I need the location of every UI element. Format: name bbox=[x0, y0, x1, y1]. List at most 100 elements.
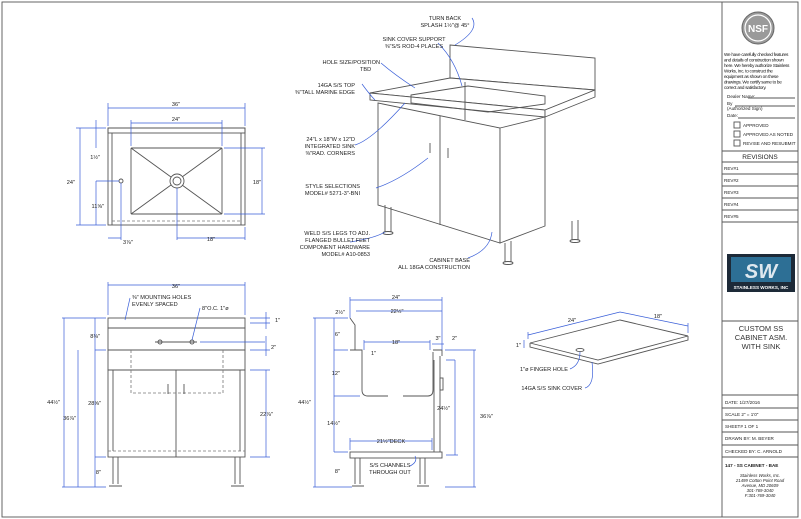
label-side-view-sink-depth: 12" bbox=[332, 371, 340, 377]
label-side-view-top-edge: 2" bbox=[452, 336, 457, 342]
label-title-block-drawing-title-1: CABINET ASM. bbox=[735, 333, 787, 342]
label-sink-cover-length: 24" bbox=[568, 318, 576, 324]
door-handle-icon bbox=[429, 143, 449, 158]
label-iso-notes-turn-back-0: TURN BACK bbox=[429, 16, 462, 22]
label-title-block-address-4: F:301-769-3040 bbox=[745, 493, 776, 498]
label-side-view-under: 14½" bbox=[327, 420, 340, 427]
side-view: 24" 22½" 2½" 18" 3" 1" 2" 44½" 6" 12" 14… bbox=[298, 295, 493, 488]
label-iso-notes-style-1: MODEL# 5271-3"-BNI bbox=[305, 191, 361, 197]
label-sink-cover-thickness: 1" bbox=[516, 343, 521, 349]
door-handle-icon bbox=[167, 384, 185, 394]
dim-front-width: 36" bbox=[172, 284, 180, 290]
checked-by: CHECKED BY: C. ARNOLD bbox=[725, 449, 783, 454]
label-front-view-holes-note-1: EVENLY SPACED bbox=[132, 302, 178, 308]
label-side-view-turnback: 2½" bbox=[335, 309, 345, 316]
label-front-view-splash: 8⅛" bbox=[90, 334, 100, 340]
label-title-block-disclaimer-4: equipment as shown on these bbox=[724, 74, 779, 79]
label-title-block-disclaimer-3: Works, Inc. to construct the bbox=[724, 69, 773, 74]
label-iso-notes-sink-0: 24"L x 18"W x 12"D bbox=[306, 137, 355, 143]
disclaimer: We have carefully checked features and d… bbox=[724, 52, 790, 90]
dealer-name-label: Dealer Name: bbox=[727, 94, 755, 99]
label-front-view-faucet-note: 8"O.C. 1"ø bbox=[202, 306, 229, 312]
label-iso-notes-hole-1: TBD bbox=[360, 67, 371, 73]
label-title-block-revisions-4: REV#5 bbox=[724, 214, 739, 219]
date-field-label: Date: bbox=[727, 113, 738, 118]
label-front-view-overall: 44½" bbox=[47, 399, 60, 406]
label-iso-notes-turn-back-1: SPLASH 1½"@ 45° bbox=[420, 22, 469, 29]
label-sink-cover-finger-hole: 1"ø FINGER HOLE bbox=[520, 367, 568, 373]
dim-width: 36" bbox=[172, 102, 180, 108]
label-iso-notes-sink-1: INTEGRATED SINK bbox=[305, 144, 356, 150]
label-side-view-counter: 36⅞" bbox=[480, 414, 493, 420]
label-title-block-address-1: 21499 Cotton Point Road bbox=[735, 478, 785, 483]
label-front-view-counter: 36⅞" bbox=[63, 416, 76, 422]
label-title-block-company-logo-caption: STAINLESS WORKS, INC bbox=[734, 285, 789, 290]
label-side-view-sink: 18" bbox=[392, 340, 400, 346]
label-title-block-disclaimer-1: and details of construction shown bbox=[724, 58, 784, 63]
label-front-view-legs: 8" bbox=[96, 470, 101, 476]
faucet-hole-icon bbox=[118, 178, 124, 184]
dim-sink-length: 24" bbox=[172, 117, 180, 123]
label-title-block-disclaimer-2: here. We hereby authorize Stainless bbox=[724, 63, 790, 68]
label-title-block-disclaimer-0: We have carefully checked features bbox=[724, 52, 789, 57]
label-iso-notes-legs-3: MODEL# A10-0853 bbox=[321, 252, 370, 258]
label-title-block-checkboxes-2: REVISE AND RESUBMIT bbox=[743, 141, 796, 146]
label-title-block-revisions-0: REV#1 bbox=[724, 166, 739, 171]
label-title-block-checkboxes-0: APPROVED bbox=[743, 123, 769, 128]
dim-faucet-offset: 11⅝" bbox=[92, 204, 104, 210]
label-front-view-top-edge: 1" bbox=[275, 318, 280, 324]
label-iso-notes-legs-2: COMPONENT HARDWARE bbox=[300, 245, 371, 251]
label-title-block-disclaimer-5: drawings. We certify same to be bbox=[724, 80, 782, 85]
label-side-view-inner: 22½" bbox=[391, 308, 404, 315]
label-front-view-holes-note-0: ⅜" MOUNTING HOLES bbox=[132, 295, 191, 301]
nsf-logo: NSF bbox=[741, 11, 775, 45]
label-iso-notes-base-0: CABINET BASE bbox=[429, 258, 470, 264]
label-side-view-front: 3" bbox=[435, 336, 440, 342]
label-title-block-disclaimer-6: correct and satisfactory. bbox=[724, 85, 766, 90]
by-label: By bbox=[727, 101, 733, 106]
label-side-view-cabinet: 24½" bbox=[437, 405, 450, 412]
label-iso-notes-sink-2: ⅜"RAD. CORNERS bbox=[305, 151, 355, 157]
label-front-view-cabinet: 28⅝" bbox=[88, 401, 101, 407]
label-front-view-hole-drop: 2" bbox=[271, 345, 276, 351]
label-iso-notes-sink-cover-support-0: SINK COVER SUPPORT bbox=[383, 37, 447, 43]
label-title-block-address-3: 301-769-3040 bbox=[747, 488, 774, 493]
drawing-number: 147 - SS CABINET - BAE bbox=[725, 463, 778, 468]
label-side-view-channels-0: S/S CHANNELS bbox=[369, 463, 410, 469]
authorized-sign-label: (Authorized Sign) bbox=[727, 106, 763, 111]
drawn-by: DRAWN BY: M. BEYER bbox=[725, 436, 775, 441]
label-iso-notes-top-1: ⅜"TALL MARINE EDGE bbox=[295, 90, 355, 96]
label-title-block-company-logo: SW bbox=[745, 261, 779, 283]
stainless-works-logo: SW STAINLESS WORKS, INC bbox=[727, 254, 795, 292]
label-iso-notes-style-0: STYLE SELECTIONS bbox=[305, 184, 360, 190]
label-title-block-revisions-1: REV#2 bbox=[724, 178, 739, 183]
approval-checkbox-resubmit[interactable]: REVISE AND RESUBMIT bbox=[733, 139, 796, 147]
label-side-view-edge: 1" bbox=[371, 351, 376, 357]
label-title-block-address-2: Avenue, MD 20609 bbox=[741, 483, 779, 488]
label-iso-notes-legs-1: FLANGED BULLET FEET bbox=[305, 238, 370, 244]
revision-rows: REV#1 REV#2 REV#3 REV#4 REV#5 bbox=[722, 166, 798, 223]
label-iso-notes-sink-cover-support-1: ⅜"S/S ROD-4 PLACES bbox=[385, 44, 444, 50]
dim-sink-width: 18" bbox=[253, 180, 261, 186]
label-iso-notes-hole-0: HOLE SIZE/POSITION bbox=[322, 60, 380, 66]
sheet-value: SHEET# 1 OF 1 bbox=[725, 424, 759, 429]
finger-hole-icon bbox=[575, 347, 585, 353]
label-title-block-address-0: Stainless Works, Inc. bbox=[740, 473, 780, 478]
dim-drain-offset: 18" bbox=[207, 237, 215, 243]
label-iso-notes-legs-0: WELD S/S LEGS TO ADJ. bbox=[304, 231, 370, 237]
dim-depth: 24" bbox=[67, 180, 75, 186]
approval-checkbox-noted[interactable]: APPROVED AS NOTED bbox=[733, 130, 794, 138]
company-address: Stainless Works, Inc. 21499 Cotton Point… bbox=[735, 473, 785, 498]
label-sink-cover-label: 14GA S/S SINK COVER bbox=[521, 386, 582, 392]
label-title-block-drawing-title-2: WITH SINK bbox=[742, 342, 781, 351]
approval-checkbox-approved[interactable]: APPROVED bbox=[733, 121, 769, 129]
label-side-view-channels-1: THROUGH OUT bbox=[369, 470, 411, 476]
nsf-logo-text: NSF bbox=[748, 24, 768, 35]
label-title-block-revisions-2: REV#3 bbox=[724, 190, 739, 195]
label-front-view-doors: 22⅞" bbox=[260, 412, 273, 418]
label-side-view-legs: 8" bbox=[335, 469, 340, 475]
label-side-view-splash: 6" bbox=[335, 332, 340, 338]
